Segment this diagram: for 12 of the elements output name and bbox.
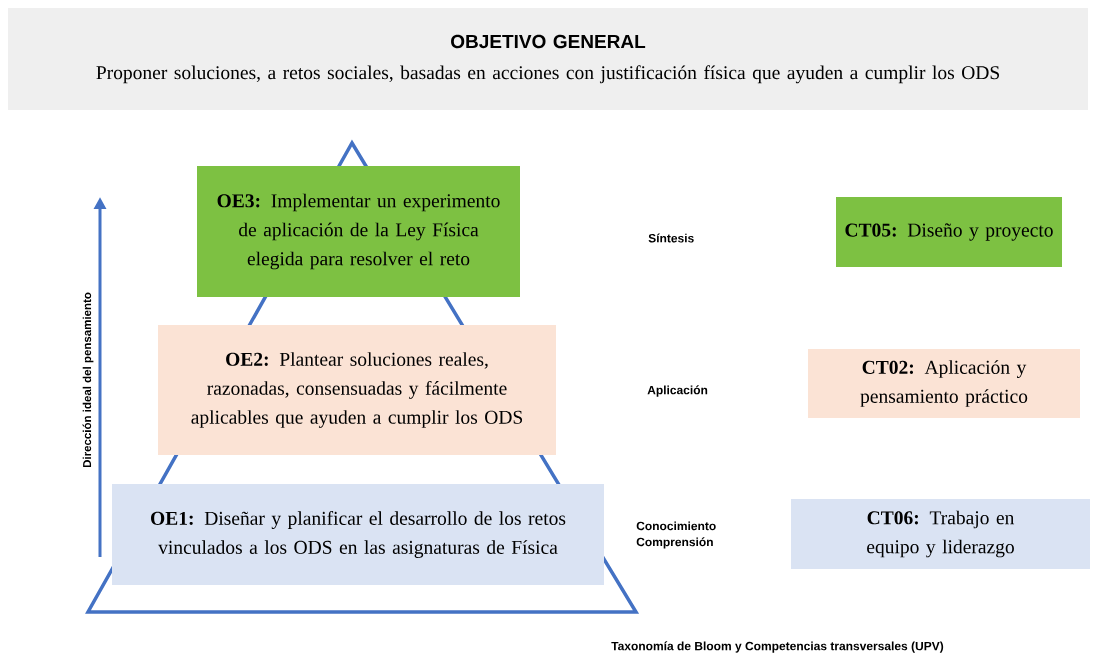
level-label: Conocimiento Comprensión: [636, 521, 716, 549]
axis-label: Dirección ideal del pensamiento: [82, 292, 94, 468]
objective-box: OE3: Implementar un experimento de aplicación de la Ley Física elegida para resolver el reto: [197, 166, 520, 297]
competence-box: CT06: Trabajo en equipo y liderazgo: [791, 499, 1090, 569]
level-label: Síntesis: [648, 233, 694, 243]
competence-box: CT02: Aplicación y pensamiento práctico: [808, 349, 1080, 418]
objective-banner: OBJETIVO GENERAL Proponer soluciones, a retos sociales, basadas en acciones con justificación física que ayuden a cumplir los ODS: [8, 8, 1088, 110]
objective-box: OE1: Diseñar y planificar el desarrollo de los retos vinculados a los ODS en las asignaturas de Física: [112, 484, 604, 585]
objective-box: OE2: Plantear soluciones reales, razonadas, consensuadas y fácilmente aplicables que ayuden a cumplir los ODS: [158, 325, 556, 455]
competence-box: CT05: Diseño y proyecto: [836, 197, 1062, 267]
caption-text: Taxonomía de Bloom y Competencias transversales (UPV): [611, 641, 944, 653]
level-label: Aplicación: [647, 385, 708, 397]
